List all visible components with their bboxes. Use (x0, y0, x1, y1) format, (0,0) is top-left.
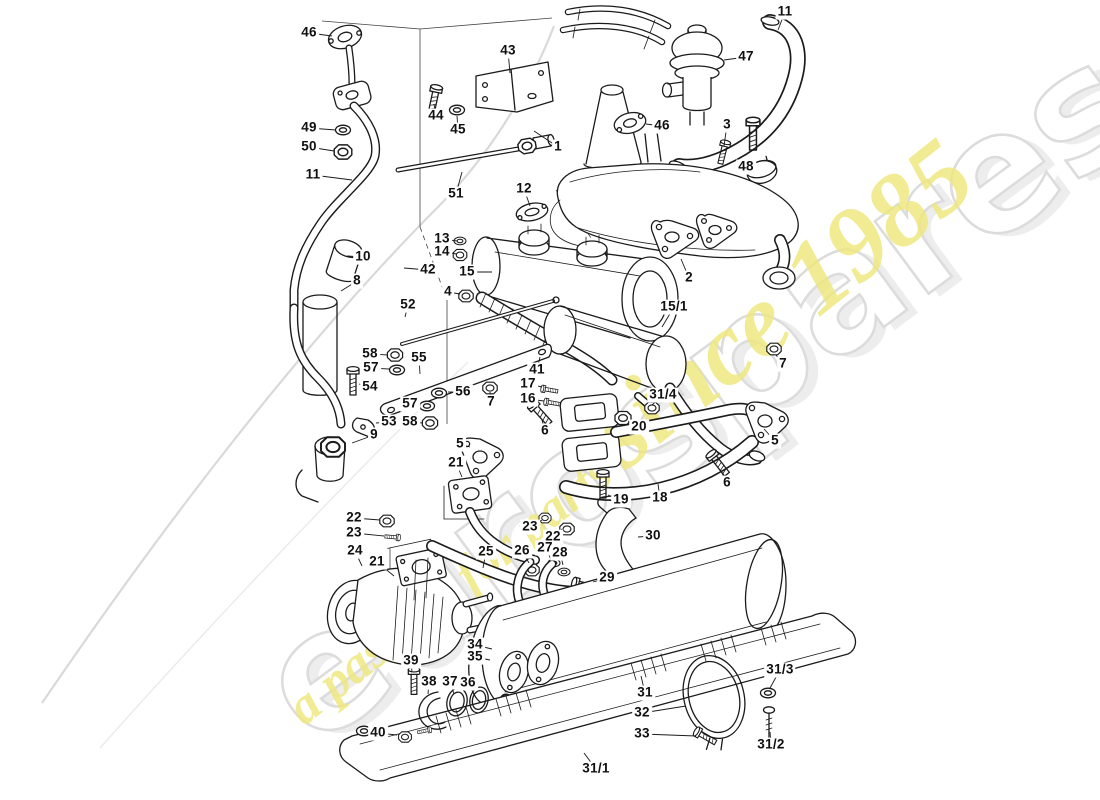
part-air-pump-24 (326, 538, 496, 666)
leader-line-4 (447, 291, 461, 295)
leader-line-9 (351, 434, 375, 444)
leader-line-12 (523, 188, 531, 207)
part-bracket-43 (475, 61, 554, 113)
part-gasket-12 (515, 202, 549, 222)
leader-line-8 (340, 280, 358, 292)
part-screw-31-2 (762, 706, 776, 739)
part-clamp-38 (416, 691, 447, 736)
hex-nut-icon-50 (333, 144, 353, 160)
washer-icon-31-3 (759, 687, 777, 699)
leader-line-50 (308, 146, 335, 152)
part-gasket-46-center (613, 111, 647, 135)
part-gasket-5-right (745, 401, 789, 444)
leader-line-52 (404, 304, 409, 318)
bolt-icon-54 (346, 365, 360, 396)
leader-line-58 (409, 421, 424, 424)
washer-icon-57 (388, 364, 406, 376)
leader-line-47 (723, 56, 747, 61)
leader-line-33 (641, 733, 697, 737)
part-heat-shield-31-1 (339, 612, 857, 782)
bolt-icon-33 (691, 725, 719, 748)
leader-line-55 (418, 357, 421, 375)
leader-line-46 (645, 123, 663, 127)
hex-nut-icon-20 (614, 410, 632, 426)
hex-nut-icon-58b (421, 416, 439, 430)
part-sleeve-8 (289, 294, 346, 503)
part-heat-exchanger-15 (471, 223, 679, 342)
leader-line-53 (375, 421, 390, 424)
hex-nut-icon-58 (386, 348, 404, 362)
washer-icon-49 (334, 124, 352, 136)
part-gasket-2 (650, 213, 738, 259)
hex-nut-icon-23-right (538, 512, 552, 524)
washer-icon-40 (355, 725, 373, 737)
leader-line-54 (358, 383, 371, 388)
leader-line-45 (456, 115, 459, 131)
leader-line-57 (370, 367, 390, 370)
leader-line-17 (527, 383, 543, 388)
hex-nut-icon-40 (398, 731, 412, 743)
part-clamp-32 (682, 654, 746, 751)
part-clip-53 (351, 417, 376, 439)
part-cap-10 (325, 239, 363, 283)
hex-nut-icon-9 (320, 436, 346, 458)
leader-line-2 (680, 258, 690, 279)
part-rod-53 (400, 296, 560, 346)
part-flanges-34-35 (498, 640, 560, 694)
part-muffler-15-1 (543, 305, 766, 466)
drawing-layer (289, 5, 857, 782)
part-pipe-11-left (289, 101, 381, 313)
hex-nut-icon-22-left (379, 514, 395, 528)
leader-line-49 (308, 127, 337, 131)
hex-nut-icon-4 (458, 289, 474, 303)
bolt-icon-44 (424, 83, 444, 115)
leader-line-46 (308, 32, 333, 37)
hex-nut-icon-7-right (766, 342, 782, 356)
part-gasket-46-top (327, 24, 372, 111)
part-strap-55 (379, 343, 552, 417)
leader-line-11 (312, 174, 353, 181)
part-port-flanges-16-17 (539, 384, 622, 472)
part-egr-valve-47 (559, 5, 725, 126)
washer-icon-45 (448, 104, 466, 116)
leader-line-58 (369, 353, 389, 356)
hex-nut-icon-14 (452, 248, 468, 262)
leader-line-42 (403, 267, 429, 271)
leader-line-31-2 (769, 731, 772, 746)
part-ring-36 (469, 686, 489, 714)
part-silencer-1 (549, 84, 799, 290)
washer-icon-56 (430, 387, 448, 399)
washer-icon-28 (557, 567, 571, 577)
washer-icon-57b (418, 400, 436, 412)
leader-line-31-1 (583, 752, 597, 770)
